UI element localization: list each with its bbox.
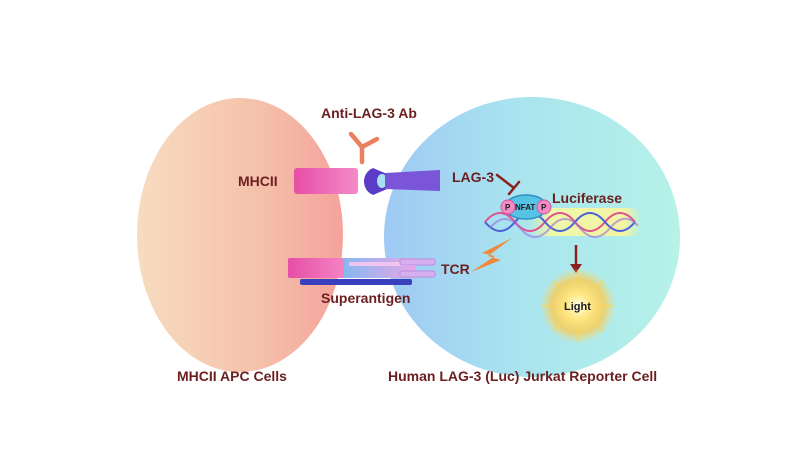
lag3-label: LAG-3 [452,169,494,185]
dna-helix-icon [484,212,639,238]
tcr-complex [288,258,436,278]
anti-lag3-antibody-icon [348,131,380,165]
apc-cell [137,98,343,372]
mhcii-receptor [294,168,358,194]
luciferase-label: Luciferase [552,190,622,206]
mhcii-label: MHCII [238,173,278,189]
tcr-label: TCR [441,261,470,277]
inhibition-arrow [495,173,521,196]
nfat-complex [500,194,552,220]
light-label: Light [564,301,591,313]
nfat-label: NFAT [515,203,535,212]
phospho-right-label: P [541,203,547,212]
apc-cells-caption: MHCII APC Cells [177,368,287,384]
phospho-left-label: P [505,203,511,212]
superantigen-label: Superantigen [321,290,410,306]
anti-lag3-ab-label: Anti-LAG-3 Ab [321,105,417,121]
lag3-receptor [364,168,440,195]
light-burst-icon [540,268,616,344]
reporter-cell-caption: Human LAG-3 (Luc) Jurkat Reporter Cell [388,368,657,384]
superantigen-bar [300,279,412,285]
